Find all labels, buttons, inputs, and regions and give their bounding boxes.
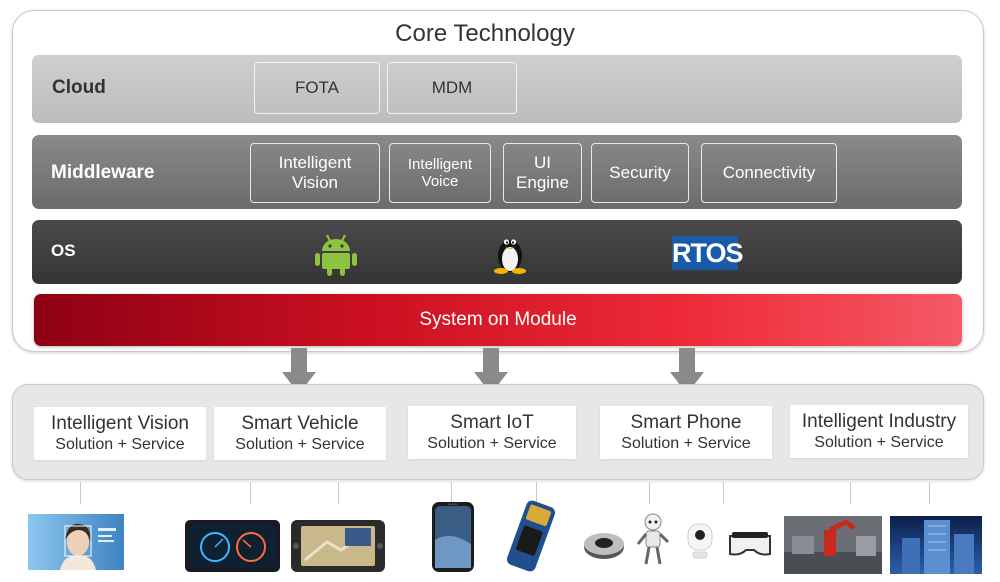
connector-line [649, 482, 650, 504]
mdm-chip: MDM [387, 62, 517, 114]
connectivity-chip: Connectivity [701, 143, 837, 203]
smartphone-image [432, 502, 474, 572]
security-chip: Security [591, 143, 689, 203]
connector-line [723, 482, 724, 504]
connector-line [451, 482, 452, 504]
connector-line [929, 482, 930, 504]
solution-subtitle: Solution + Service [235, 435, 365, 453]
humanoid-robot-image [636, 513, 670, 565]
car-navigation-image [291, 520, 385, 572]
smart-vehicle-solution-card: Smart Vehicle Solution + Service [214, 407, 386, 460]
solution-subtitle: Solution + Service [427, 434, 557, 452]
os-layer: OS RTOS [32, 220, 962, 284]
system-on-module-label: System on Module [419, 309, 577, 330]
solution-title: Intelligent Vision [50, 412, 190, 434]
solution-subtitle: Solution + Service [814, 433, 944, 451]
cloud-layer: Cloud FOTA MDM [32, 55, 962, 123]
middleware-layer: Middleware Intelligent Vision Intelligen… [32, 135, 962, 209]
ui-engine-chip: UI Engine [503, 143, 582, 203]
robot-vacuum-image [584, 533, 624, 559]
fota-chip: FOTA [254, 62, 380, 114]
down-arrow-icon [474, 348, 508, 394]
down-arrow-icon [670, 348, 704, 394]
system-on-module-bar: System on Module [34, 294, 962, 346]
solution-subtitle: Solution + Service [621, 434, 751, 452]
solution-title: Smart Vehicle [241, 412, 359, 434]
down-arrow-icon [282, 348, 316, 394]
os-label: OS [51, 241, 76, 260]
connector-line [338, 482, 339, 504]
linux-tux-icon [494, 239, 526, 274]
smart-building-image [890, 516, 982, 574]
solution-title: Smart IoT [450, 411, 534, 433]
face-recognition-image [28, 514, 124, 570]
pos-terminal-image [506, 500, 556, 572]
intelligent-vision-solution-card: Intelligent Vision Solution + Service [34, 407, 206, 460]
middleware-label: Middleware [51, 162, 155, 183]
smart-phone-solution-card: Smart Phone Solution + Service [600, 406, 772, 459]
connector-line [80, 482, 81, 504]
connector-line [850, 482, 851, 504]
android-icon [315, 234, 357, 276]
home-camera-image [687, 523, 713, 559]
solution-title: Intelligent Industry [801, 410, 957, 432]
rtos-logo: RTOS [672, 236, 744, 270]
connector-line [250, 482, 251, 504]
solution-subtitle: Solution + Service [55, 435, 185, 453]
intelligent-voice-chip: Intelligent Voice [389, 143, 491, 203]
vr-headset-image [729, 532, 771, 556]
solution-title: Smart Phone [630, 411, 742, 433]
connector-line [536, 482, 537, 504]
intelligent-industry-solution-card: Intelligent Industry Solution + Service [790, 405, 968, 458]
cloud-label: Cloud [52, 77, 106, 98]
car-dashboard-image [185, 520, 280, 572]
core-technology-title: Core Technology [395, 20, 575, 47]
intelligent-vision-chip: Intelligent Vision [250, 143, 380, 203]
factory-robot-image [784, 516, 882, 574]
smart-iot-solution-card: Smart IoT Solution + Service [408, 406, 576, 459]
